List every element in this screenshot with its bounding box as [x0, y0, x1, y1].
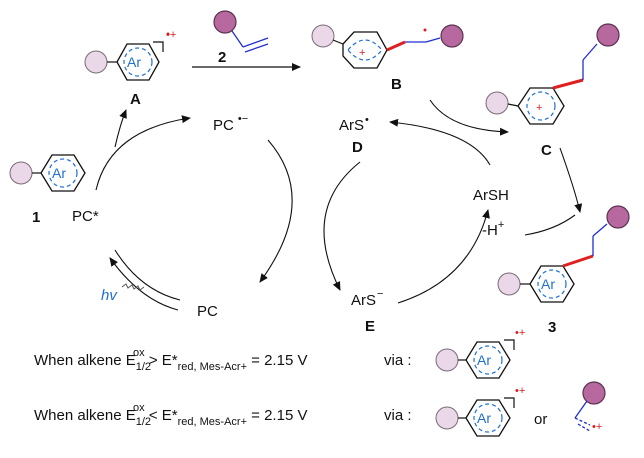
label-1: 1 — [32, 209, 40, 226]
compound-1-structure: Ar 1 — [9, 154, 86, 226]
arrow-return-line — [114, 249, 181, 301]
arrow-pc-anion-to-pc — [259, 139, 293, 283]
alkene-2-structure: 2 — [213, 10, 269, 66]
condition-2-text: When alkene E1/2ox < E*red, Mes-Acr+ = 2… — [34, 402, 307, 428]
hv-label: hv — [101, 287, 118, 304]
aromatic-circle — [123, 47, 153, 77]
ar-label-cond2: Ar — [477, 410, 491, 426]
pc-radical-anion: PC•− — [213, 113, 248, 134]
compound-b-structure: + B — [311, 24, 464, 93]
arrow-arsh-to-d — [389, 118, 491, 166]
label-c: C — [541, 142, 552, 159]
radical-cation-sign-cond1: •+ — [515, 327, 525, 339]
proton-loss: -H+ — [482, 219, 504, 239]
arsh: ArSH — [473, 187, 509, 204]
condition-1-text: When alkene E1/2ox > E*red, Mes-Acr+ = 2… — [34, 347, 307, 373]
radical-cation-sign-alkene: •+ — [592, 421, 602, 433]
arrow-e-to-arsh — [397, 209, 490, 304]
condition-2-arene-radical-cation: Ar •+ — [435, 385, 525, 437]
arrow-c-to-3 — [559, 147, 583, 213]
compound-a-structure: Ar •+ A — [84, 29, 176, 108]
arrow-d-to-e — [323, 161, 361, 291]
radical-cation-sign-cond2: •+ — [515, 385, 525, 397]
ar-label-cond1: Ar — [477, 352, 491, 368]
condition-2-via: via : — [384, 407, 412, 424]
label-3: 3 — [548, 319, 556, 336]
arrow-pc-to-pc-excited — [109, 257, 179, 311]
arrow-deprotonation — [524, 214, 576, 236]
condition-2-alkene-radical-cation: •+ — [574, 381, 606, 433]
ar-label-1: Ar — [52, 165, 66, 181]
ar-label-3: Ar — [541, 276, 555, 292]
ars-anion: ArS− — [351, 288, 383, 309]
arrow-b-to-c — [429, 99, 509, 136]
pc-ground: PC — [197, 303, 218, 320]
alkene-ball — [213, 10, 237, 34]
label-d: D — [352, 139, 363, 156]
label-a: A — [130, 91, 141, 108]
radical-cation-sign: •+ — [166, 29, 176, 41]
benzene-ring — [116, 43, 160, 81]
compound-c-structure: + C — [485, 23, 620, 159]
ar-label: Ar — [127, 54, 141, 70]
or-label: or — [534, 411, 547, 428]
label-2: 2 — [218, 49, 226, 66]
hv-wavy-line — [121, 283, 145, 291]
condition-1-via: via : — [384, 352, 412, 369]
product-3-structure: Ar 3 — [497, 205, 630, 336]
arrow-pc-excited-to-pc-anion — [95, 115, 191, 191]
cation-sign-c: + — [536, 102, 542, 114]
substituent-ball — [84, 50, 108, 74]
pc-excited: PC* — [72, 208, 99, 225]
ars-radical: ArS• — [339, 114, 369, 134]
arrow-1-to-a — [114, 109, 127, 148]
label-e: E — [365, 318, 375, 335]
condition-1-arene-radical-cation: Ar •+ — [435, 327, 525, 379]
label-b: B — [391, 76, 402, 93]
cation-sign-b: + — [359, 47, 365, 59]
